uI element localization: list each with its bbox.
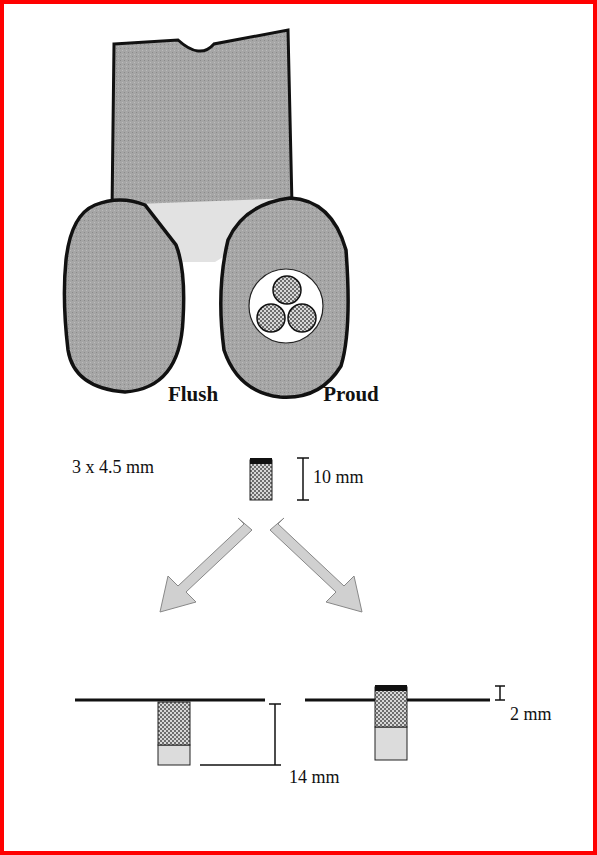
graft-plug <box>375 687 407 727</box>
recipient-hole <box>375 727 407 760</box>
left-condyle <box>64 200 183 392</box>
cartilage-cap <box>375 685 407 691</box>
graft-plug <box>250 460 272 500</box>
dimension-bracket <box>200 704 281 765</box>
dimension-label: 10 mm <box>313 468 364 488</box>
right-condyle <box>221 198 348 397</box>
graft-plug <box>158 702 190 745</box>
defect-site <box>249 269 323 343</box>
dimension-bracket <box>297 458 309 500</box>
cartilage-surface <box>75 699 265 702</box>
dimension-bracket <box>495 686 505 700</box>
recipient-hole <box>158 745 190 765</box>
dimension-label: 2 mm <box>510 705 552 725</box>
femur-shaft <box>112 30 292 212</box>
graft-plug <box>273 276 301 304</box>
graft-plug <box>288 304 316 332</box>
cartilage-cap <box>250 458 272 464</box>
graft-plug <box>257 304 285 332</box>
condyle-label: Flush <box>168 383 218 406</box>
dimension-label: 14 mm <box>289 768 340 788</box>
condyle-label: Proud <box>323 383 379 406</box>
dimension-label: 3 x 4.5 mm <box>72 458 154 478</box>
block-arrow <box>160 518 362 612</box>
